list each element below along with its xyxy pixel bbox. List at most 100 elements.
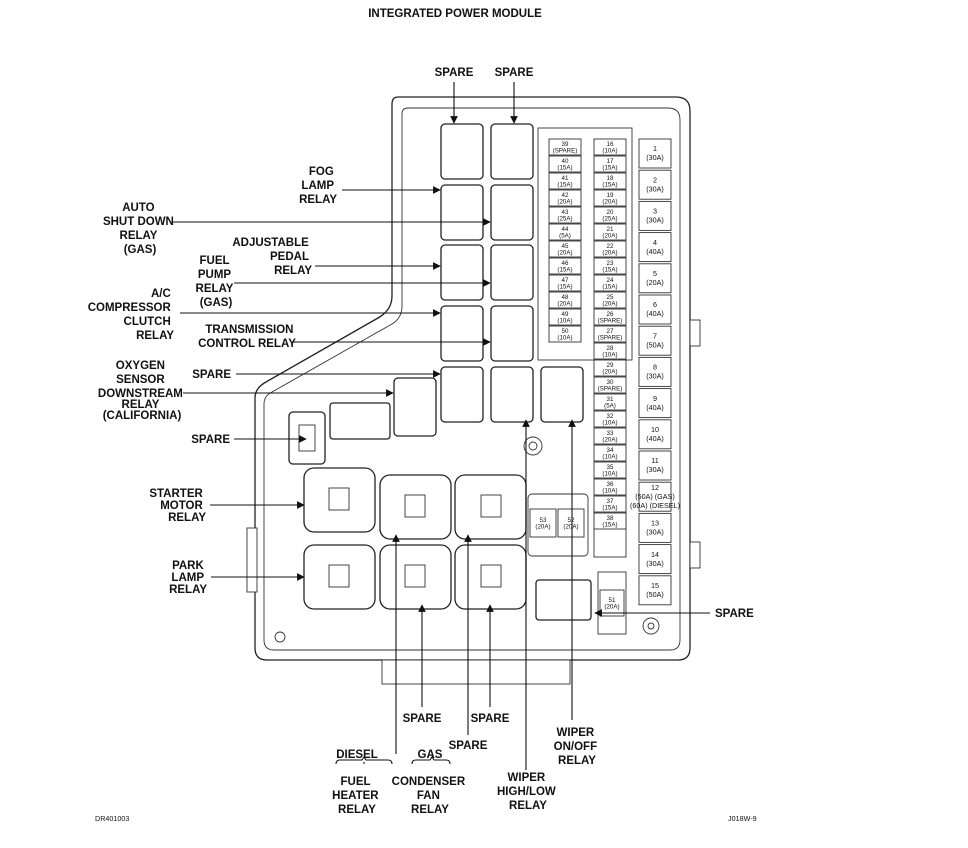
fuse-label: (25A): [557, 215, 572, 222]
fuse-label: 49: [562, 311, 569, 318]
fuse-cell: [548, 138, 582, 156]
fuse-27: 27(SPARE): [593, 325, 627, 343]
fuse-label: 22: [607, 243, 614, 250]
fuse-label: 35: [607, 464, 614, 471]
fuse-label: (SPARE): [598, 385, 623, 392]
fuse-label: (40A): [646, 247, 664, 256]
fuse-44: 44(5A): [548, 223, 582, 241]
diagram-title: INTEGRATED POWER MODULE: [368, 8, 542, 20]
fuse-label: 2: [653, 175, 657, 184]
fuse-label: 15: [651, 581, 659, 590]
fuse-label: 34: [607, 447, 614, 454]
fuse-39: 39(SPARE): [548, 138, 582, 156]
fuse-label: (15A): [557, 164, 572, 171]
fuse-25: 25(20A): [593, 291, 627, 309]
fuse-label: (20A): [557, 249, 572, 256]
fuse-label: 9: [653, 394, 657, 403]
fuse-40: 40(15A): [548, 155, 582, 173]
fuse-13: 13(30A): [638, 512, 672, 543]
fuse-label: (50A): [646, 340, 664, 349]
fuse-label: (10A): [602, 470, 617, 477]
fuse-label: 38: [607, 515, 614, 522]
fuse-label: 28: [607, 345, 614, 352]
fuse-17: 17(15A): [593, 155, 627, 173]
fuse-label: 23: [607, 260, 614, 267]
fuse-label: 43: [562, 209, 569, 216]
fuse-31: 31(5A): [593, 393, 627, 411]
fuse-10: 10(40A): [638, 419, 672, 450]
fuse-46: 46(15A): [548, 257, 582, 275]
fuse-23: 23(15A): [593, 257, 627, 275]
component-labels: SPARE SPARE FOG LAMP RELAY AUTO SHUT DOW…: [88, 67, 757, 823]
fuse-30: 30(SPARE): [593, 376, 627, 394]
fuse-label: (20A): [602, 436, 617, 443]
fuse-label: 18: [607, 175, 614, 182]
fuse-label: (15A): [557, 283, 572, 290]
fuse-label: (30A): [646, 216, 664, 225]
fuse-9: 9(40A): [638, 388, 672, 419]
fuse-cell: [638, 169, 672, 200]
fuse-label: (5A): [604, 402, 616, 409]
fuse-label: 46: [562, 260, 569, 267]
fuse-label: (20A): [646, 278, 664, 287]
fuse-label: 47: [562, 277, 569, 284]
fuse-label: 1: [653, 144, 657, 153]
fuse-label: 53: [540, 517, 547, 524]
fuse-label: 41: [562, 175, 569, 182]
fuse-label: (10A): [602, 487, 617, 494]
gas-label: GAS: [418, 749, 443, 761]
fuse-label: 8: [653, 363, 657, 372]
fuse-22: 22(20A): [593, 240, 627, 258]
fuse-cell: [593, 410, 627, 428]
ac-compressor-relay-label: A/C COMPRESSOR CLUTCH RELAY: [88, 288, 175, 342]
fuse-label: 4: [653, 238, 657, 247]
fuse-7: 7(50A): [638, 325, 672, 356]
fuse-label: 19: [607, 192, 614, 199]
fuse-label: 12: [651, 483, 659, 492]
oxygen-sensor-relay-label: OXYGEN SENSOR DOWNSTREAM RELAY (CALIFORN…: [98, 360, 186, 422]
diesel-label: DIESEL: [336, 749, 378, 761]
fuse-label: (40A): [646, 434, 664, 443]
fuse-cell: [548, 308, 582, 326]
fuse-38: 38(15A): [593, 512, 627, 530]
spare-label-bottom-center: SPARE: [449, 740, 488, 752]
fuse-cell: [593, 342, 627, 360]
fuse-cell: [593, 325, 627, 343]
fuse-cell: [638, 481, 672, 512]
spare-label-top-left: SPARE: [435, 67, 474, 79]
fuse-label: 37: [607, 498, 614, 505]
fuse-50: 50(10A): [548, 325, 582, 343]
fuse-11: 11(30A): [638, 450, 672, 481]
fuse-cell: [638, 512, 672, 543]
fuse-label: (50A) (GAS): [635, 492, 675, 501]
fuse-20: 20(25A): [593, 206, 627, 224]
fuse-label: (30A): [646, 465, 664, 474]
fuse-label: (10A): [602, 453, 617, 460]
spare-label-right: SPARE: [715, 608, 754, 620]
fuse-label: 25: [607, 294, 614, 301]
fuse-cell: [548, 257, 582, 275]
fuse-29: 29(20A): [593, 359, 627, 377]
fuse-21: 21(20A): [593, 223, 627, 241]
fuse-cell: [593, 155, 627, 173]
wiper-high-low-relay-label: WIPER HIGH/LOW RELAY: [497, 772, 559, 812]
fuse-label: 50: [562, 328, 569, 335]
fuse-label: (10A): [557, 317, 572, 324]
fuse-label: (30A): [646, 153, 664, 162]
fuse-34: 34(10A): [593, 444, 627, 462]
fuse-28: 28(10A): [593, 342, 627, 360]
fuse-cell: [638, 232, 672, 263]
transmission-control-relay-label: TRANSMISSION CONTROL RELAY: [198, 324, 297, 350]
mini-relay-sockets: [288, 123, 592, 621]
fuse-cell: [548, 291, 582, 309]
fuse-cell: [593, 393, 627, 411]
fuse-label: (15A): [557, 266, 572, 273]
fuse-label: 36: [607, 481, 614, 488]
fog-lamp-relay-label: FOG LAMP RELAY: [299, 166, 337, 206]
fuse-2: 2(30A): [638, 169, 672, 200]
fuse-label: (30A): [646, 559, 664, 568]
fuse-cell: [593, 478, 627, 496]
fuse-cell: [593, 138, 627, 156]
fuse-label: (10A): [557, 334, 572, 341]
